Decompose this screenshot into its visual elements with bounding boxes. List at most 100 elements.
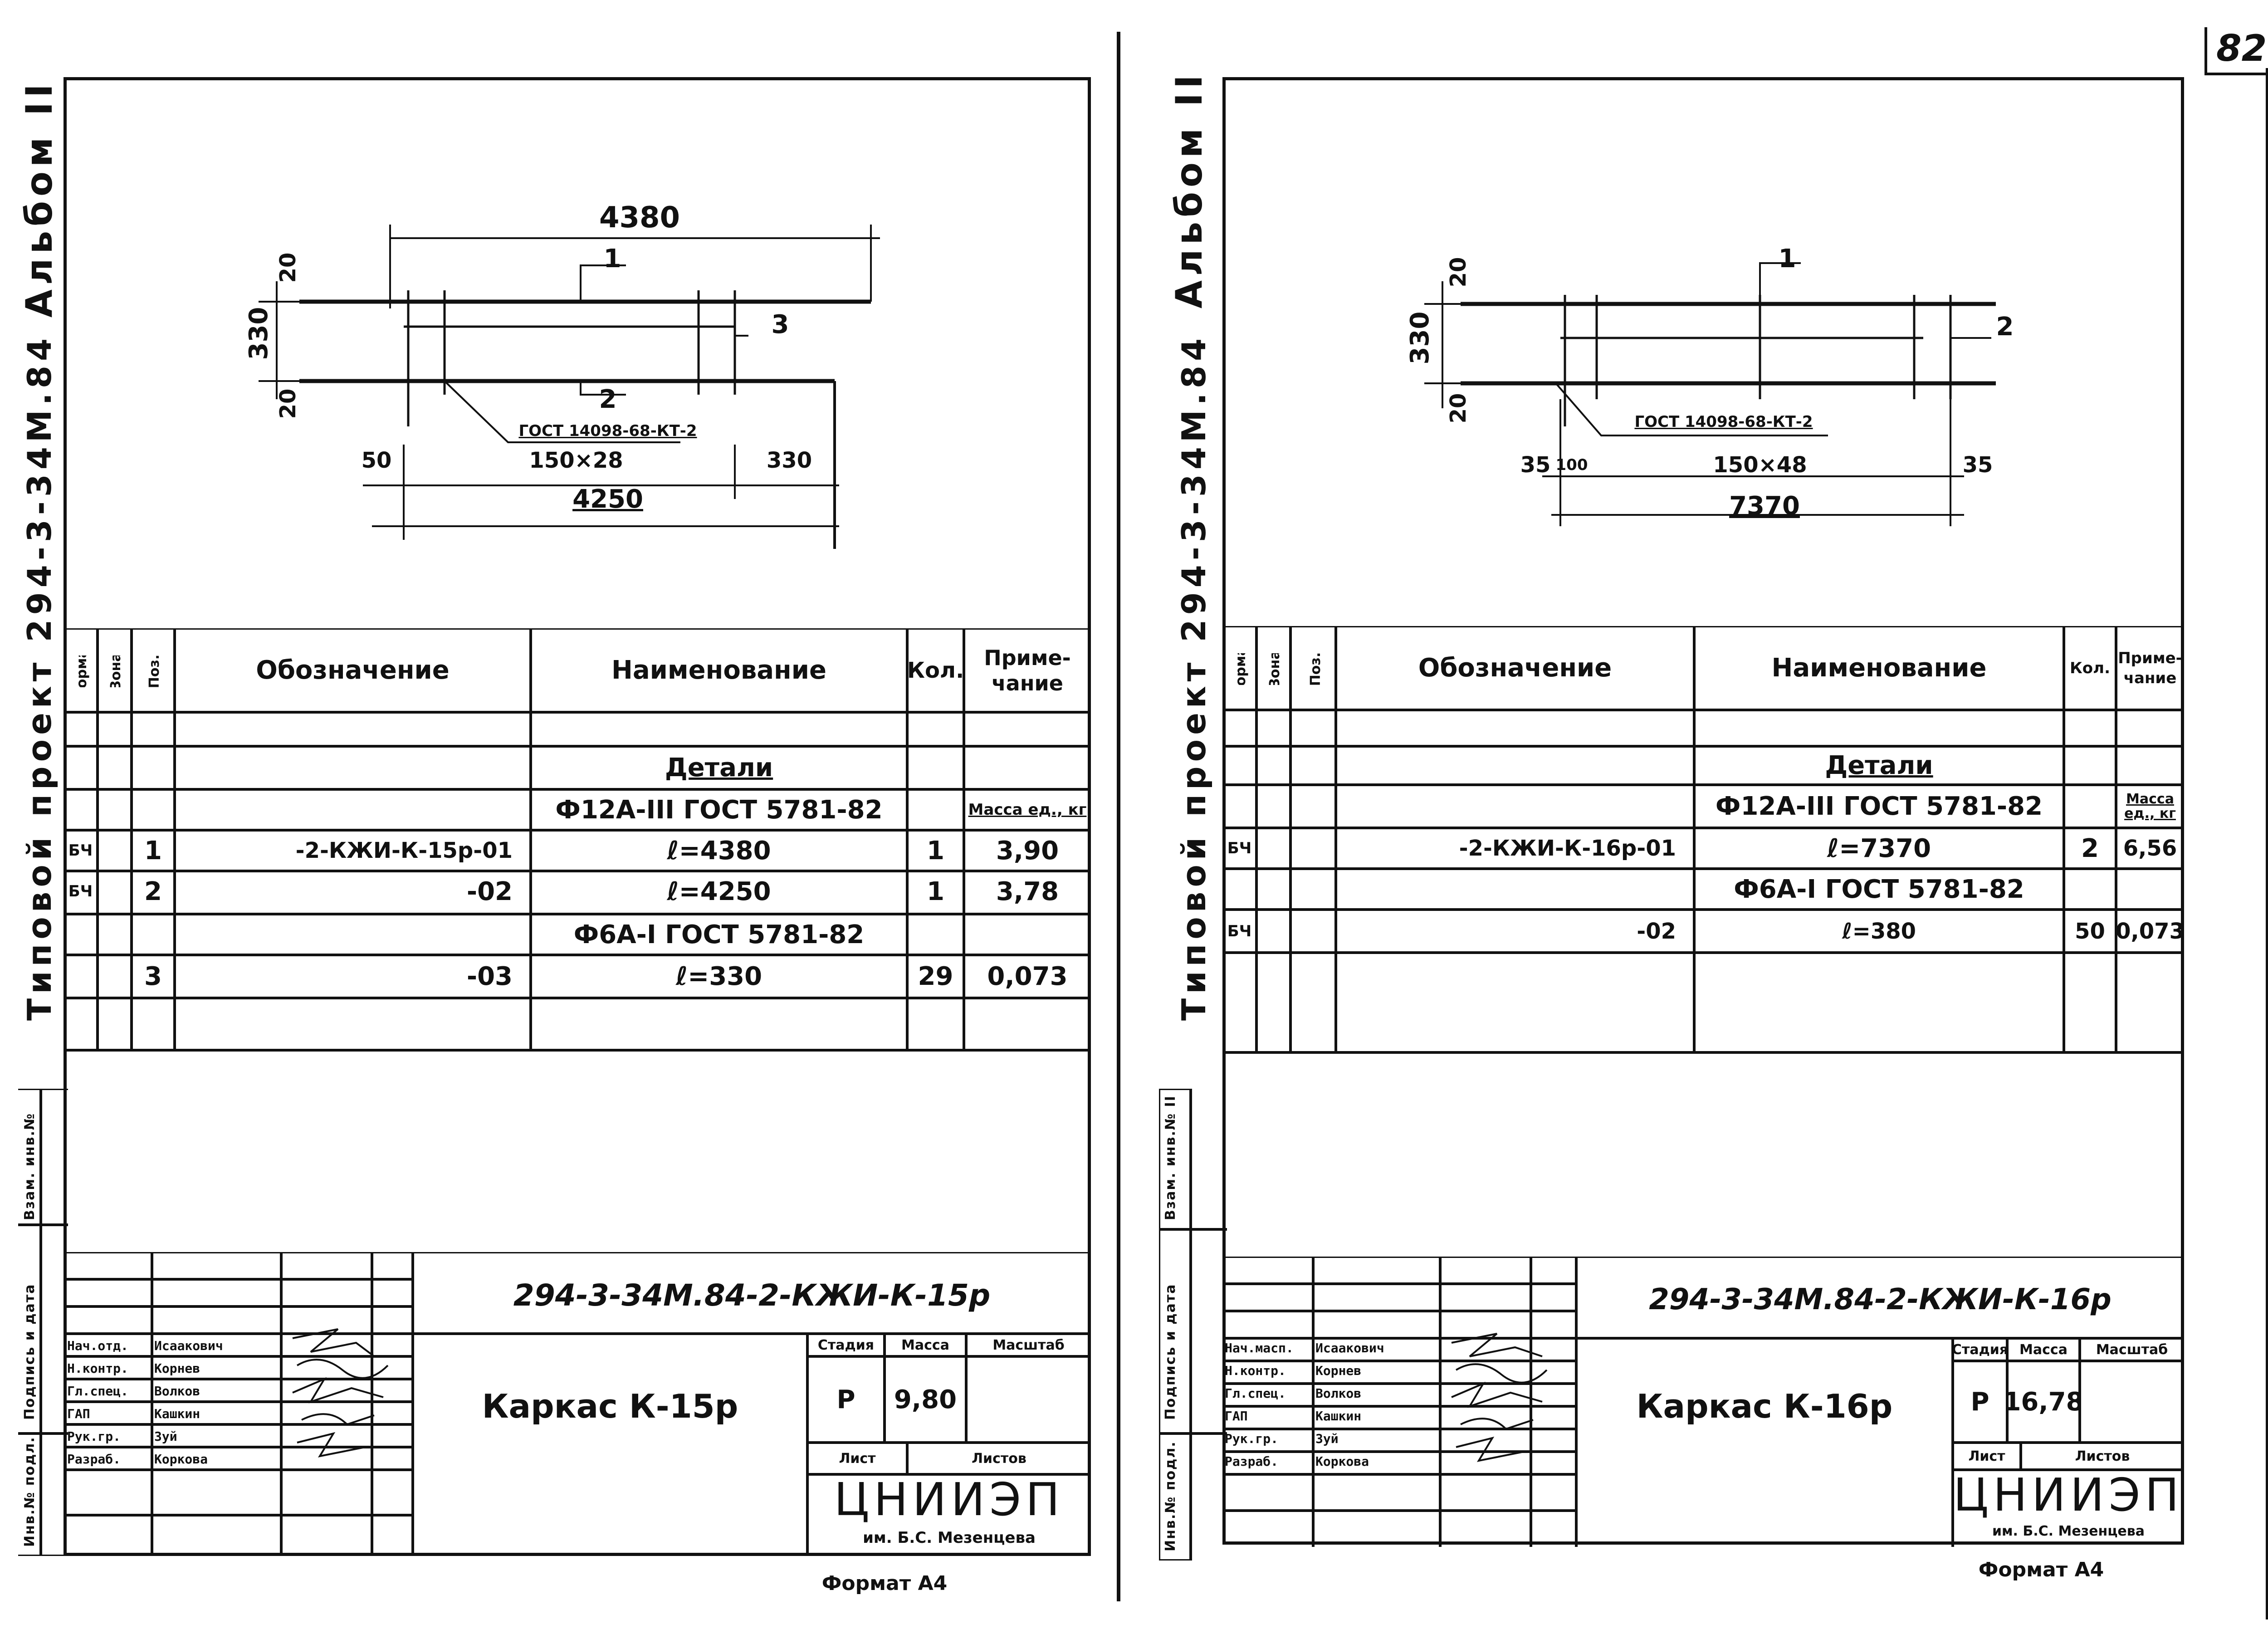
person-role: Разраб. bbox=[1225, 1454, 1279, 1469]
page-number: 82 bbox=[2204, 27, 2267, 75]
sheet-label: Лист bbox=[1968, 1448, 2005, 1464]
rebar-cage-drawing bbox=[1424, 262, 1996, 526]
mass-value: 16,78 bbox=[2007, 1387, 2080, 1417]
row-format: БЧ bbox=[1227, 922, 1252, 940]
header-designation: Обозначение bbox=[256, 656, 450, 685]
stage-value: Р bbox=[836, 1384, 855, 1414]
row-note: 0,073 bbox=[2116, 918, 2184, 944]
row-name: Ф12А-III ГОСТ 5781-82 bbox=[1715, 792, 2043, 821]
row-note: 3,78 bbox=[996, 876, 1059, 906]
row-pos: 1 bbox=[144, 836, 162, 866]
side-stamp-strip bbox=[1159, 1089, 1227, 1561]
person-role: ГАП bbox=[1225, 1409, 1248, 1424]
person-role: Рук.гр. bbox=[1225, 1431, 1279, 1446]
row-designation: -02 bbox=[466, 876, 513, 906]
person-role: Гл.спец. bbox=[67, 1384, 128, 1399]
header-qty: Кол. bbox=[2070, 659, 2110, 677]
dim-height: 330 bbox=[1405, 311, 1435, 365]
row-designation: -2-КЖИ-К-16р-01 bbox=[1459, 836, 1676, 861]
dim-right-offset: 330 bbox=[766, 448, 812, 473]
side-label-orig: Инв.№ подл. bbox=[1163, 1441, 1178, 1551]
spec-table-grid bbox=[64, 628, 1091, 1052]
format-label: Формат А4 bbox=[1978, 1558, 2104, 1581]
row-name: Детали bbox=[1825, 751, 1933, 780]
dim-left-offset: 35 bbox=[1520, 452, 1551, 478]
right-edge-line bbox=[2266, 68, 2268, 1619]
header-note: Приме-чание bbox=[984, 645, 1071, 695]
row-pos: 2 bbox=[144, 876, 162, 906]
row-designation: -2-КЖИ-К-15р-01 bbox=[295, 838, 513, 863]
row-name: Детали bbox=[665, 753, 773, 783]
dim-top-cover: 20 bbox=[275, 252, 301, 283]
position-1-label: 1 bbox=[1778, 244, 1796, 274]
row-name: ℓ=330 bbox=[675, 962, 763, 991]
row-qty: 29 bbox=[918, 962, 953, 991]
row-name: ℓ=380 bbox=[1842, 918, 1916, 944]
row-designation: -03 bbox=[466, 962, 513, 991]
org-subtitle: им. Б.С. Мезенцева bbox=[1992, 1523, 2145, 1539]
person-name: Волков bbox=[1315, 1386, 1362, 1401]
spec-table-grid bbox=[1222, 626, 2184, 1054]
format-label: Формат А4 bbox=[821, 1571, 948, 1595]
dim-bottom-cover: 20 bbox=[1446, 393, 1471, 424]
header-pos: Поз. bbox=[1307, 652, 1324, 686]
header-name: Наименование bbox=[611, 656, 826, 685]
person-role: Нач.отд. bbox=[67, 1338, 128, 1353]
dim-bottom-cover: 20 bbox=[275, 388, 301, 419]
person-role: Разраб. bbox=[67, 1452, 121, 1467]
dim-pitch: 150×48 bbox=[1713, 452, 1807, 478]
row-name: Ф6А-I ГОСТ 5781-82 bbox=[1734, 874, 2024, 904]
position-3-label: 3 bbox=[771, 309, 789, 339]
side-label-sign: Подпись и дата bbox=[22, 1283, 38, 1420]
row-note: Масса ед., кг bbox=[2124, 791, 2176, 822]
person-name: Кашкин bbox=[154, 1406, 200, 1421]
person-name: Волков bbox=[154, 1384, 200, 1399]
side-label-inv: Взам. инв.№ II bbox=[1163, 1095, 1178, 1220]
gost-standard-label: ГОСТ 14098-68-КТ-2 bbox=[518, 422, 697, 440]
row-note: Масса ед., кг bbox=[968, 801, 1087, 819]
row-note: 6,56 bbox=[2123, 836, 2177, 861]
person-name: Корнев bbox=[154, 1361, 200, 1376]
person-name: Исаакович bbox=[1315, 1340, 1384, 1355]
person-role: Рук.гр. bbox=[67, 1429, 121, 1444]
side-stamp-strip bbox=[18, 1089, 68, 1556]
row-qty: 1 bbox=[927, 876, 944, 906]
header-note: Приме-чание bbox=[2118, 649, 2182, 687]
row-name: Ф6А-I ГОСТ 5781-82 bbox=[573, 920, 865, 949]
dim-bottom-overall: 4250 bbox=[572, 484, 643, 514]
stage-label: Стадия bbox=[1953, 1341, 2007, 1358]
dim-right-offset: 35 bbox=[1962, 452, 1993, 478]
person-role: ГАП bbox=[67, 1406, 90, 1421]
position-2-label: 2 bbox=[1996, 312, 2014, 342]
row-format: БЧ bbox=[68, 882, 93, 900]
scale-label: Масштаб bbox=[992, 1337, 1065, 1353]
mass-label: Масса bbox=[2019, 1341, 2068, 1358]
drawing-title: Каркас К-16р bbox=[1636, 1387, 1893, 1425]
person-name: Коркова bbox=[154, 1452, 208, 1467]
header-name: Наименование bbox=[1771, 653, 1987, 683]
position-1-label: 1 bbox=[603, 244, 621, 274]
row-designation: -02 bbox=[1637, 918, 1676, 944]
org-name: ЦНИИЭП bbox=[1953, 1470, 2184, 1520]
position-2-label: 2 bbox=[599, 384, 617, 414]
stage-label: Стадия bbox=[817, 1337, 875, 1353]
row-format: БЧ bbox=[1227, 839, 1252, 857]
dim-height: 330 bbox=[244, 307, 274, 360]
row-name: Ф12А-III ГОСТ 5781-82 bbox=[555, 795, 883, 825]
row-note: 3,90 bbox=[996, 836, 1059, 866]
dim-left-offset: 50 bbox=[361, 448, 392, 473]
album-label: Альбом II bbox=[18, 79, 60, 318]
fold-line bbox=[1117, 32, 1120, 1601]
dim-top-overall: 4380 bbox=[599, 201, 680, 235]
side-label-orig: Инв.№ подл. bbox=[22, 1436, 38, 1547]
person-role: Гл.спец. bbox=[1225, 1386, 1286, 1401]
person-name: Зуй bbox=[154, 1429, 177, 1444]
mass-label: Масса bbox=[901, 1337, 949, 1353]
dim-top-cover: 20 bbox=[1446, 257, 1471, 288]
person-name: Коркова bbox=[1315, 1454, 1369, 1469]
stage-value: Р bbox=[1970, 1387, 1989, 1417]
sheet-right-frame bbox=[1222, 77, 2184, 1545]
dim-first-spacing: 100 bbox=[1555, 456, 1588, 474]
sheet-label: Лист bbox=[839, 1450, 876, 1467]
dim-overall: 7370 bbox=[1729, 491, 1800, 521]
